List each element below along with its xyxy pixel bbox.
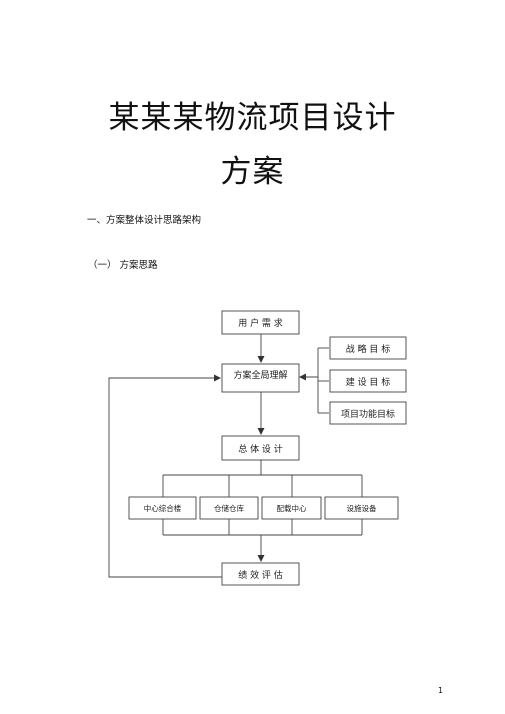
box-center-building: 中心综合楼 <box>128 496 197 520</box>
box-build-goal: 建 设 目 标 <box>329 369 407 393</box>
label-overall-design: 总 体 设 计 <box>238 443 283 455</box>
label-strategy-goal: 战 略 目 标 <box>346 343 391 355</box>
connector-feedback-loop <box>108 374 222 578</box>
label-evaluation: 绩 效 评 估 <box>238 569 283 581</box>
box-storage: 仓储仓库 <box>199 496 259 520</box>
box-function-goal: 项目功能目标 <box>329 401 407 425</box>
document-title-line2: 方案 <box>220 154 285 190</box>
label-function-goal: 项目功能目标 <box>341 408 395 420</box>
box-overall-design: 总 体 设 计 <box>221 435 300 461</box>
box-user-need: 用 户 需 求 <box>221 310 300 335</box>
box-understanding: 方案全局理解 <box>221 363 300 393</box>
label-facilities: 设施设备 <box>347 503 377 513</box>
document-title-line1: 某某某物流项目设计 <box>108 100 397 136</box>
box-evaluation: 绩 效 评 估 <box>221 562 300 586</box>
section-subheading: （一） 方案思路 <box>88 260 158 271</box>
label-center-building: 中心综合楼 <box>144 503 182 513</box>
box-strategy-goal: 战 略 目 标 <box>329 336 407 360</box>
label-storage: 仓储仓库 <box>214 503 244 513</box>
label-user-need: 用 户 需 求 <box>238 317 283 329</box>
label-build-goal: 建 设 目 标 <box>346 376 391 388</box>
label-understanding: 方案全局理解 <box>233 369 287 381</box>
page-number: 1 <box>438 686 444 695</box>
label-distribution: 配载中心 <box>277 503 307 513</box>
box-facilities: 设施设备 <box>324 496 399 520</box>
box-distribution: 配载中心 <box>261 496 322 520</box>
section-heading: 一、方案整体设计思路架构 <box>87 215 202 226</box>
